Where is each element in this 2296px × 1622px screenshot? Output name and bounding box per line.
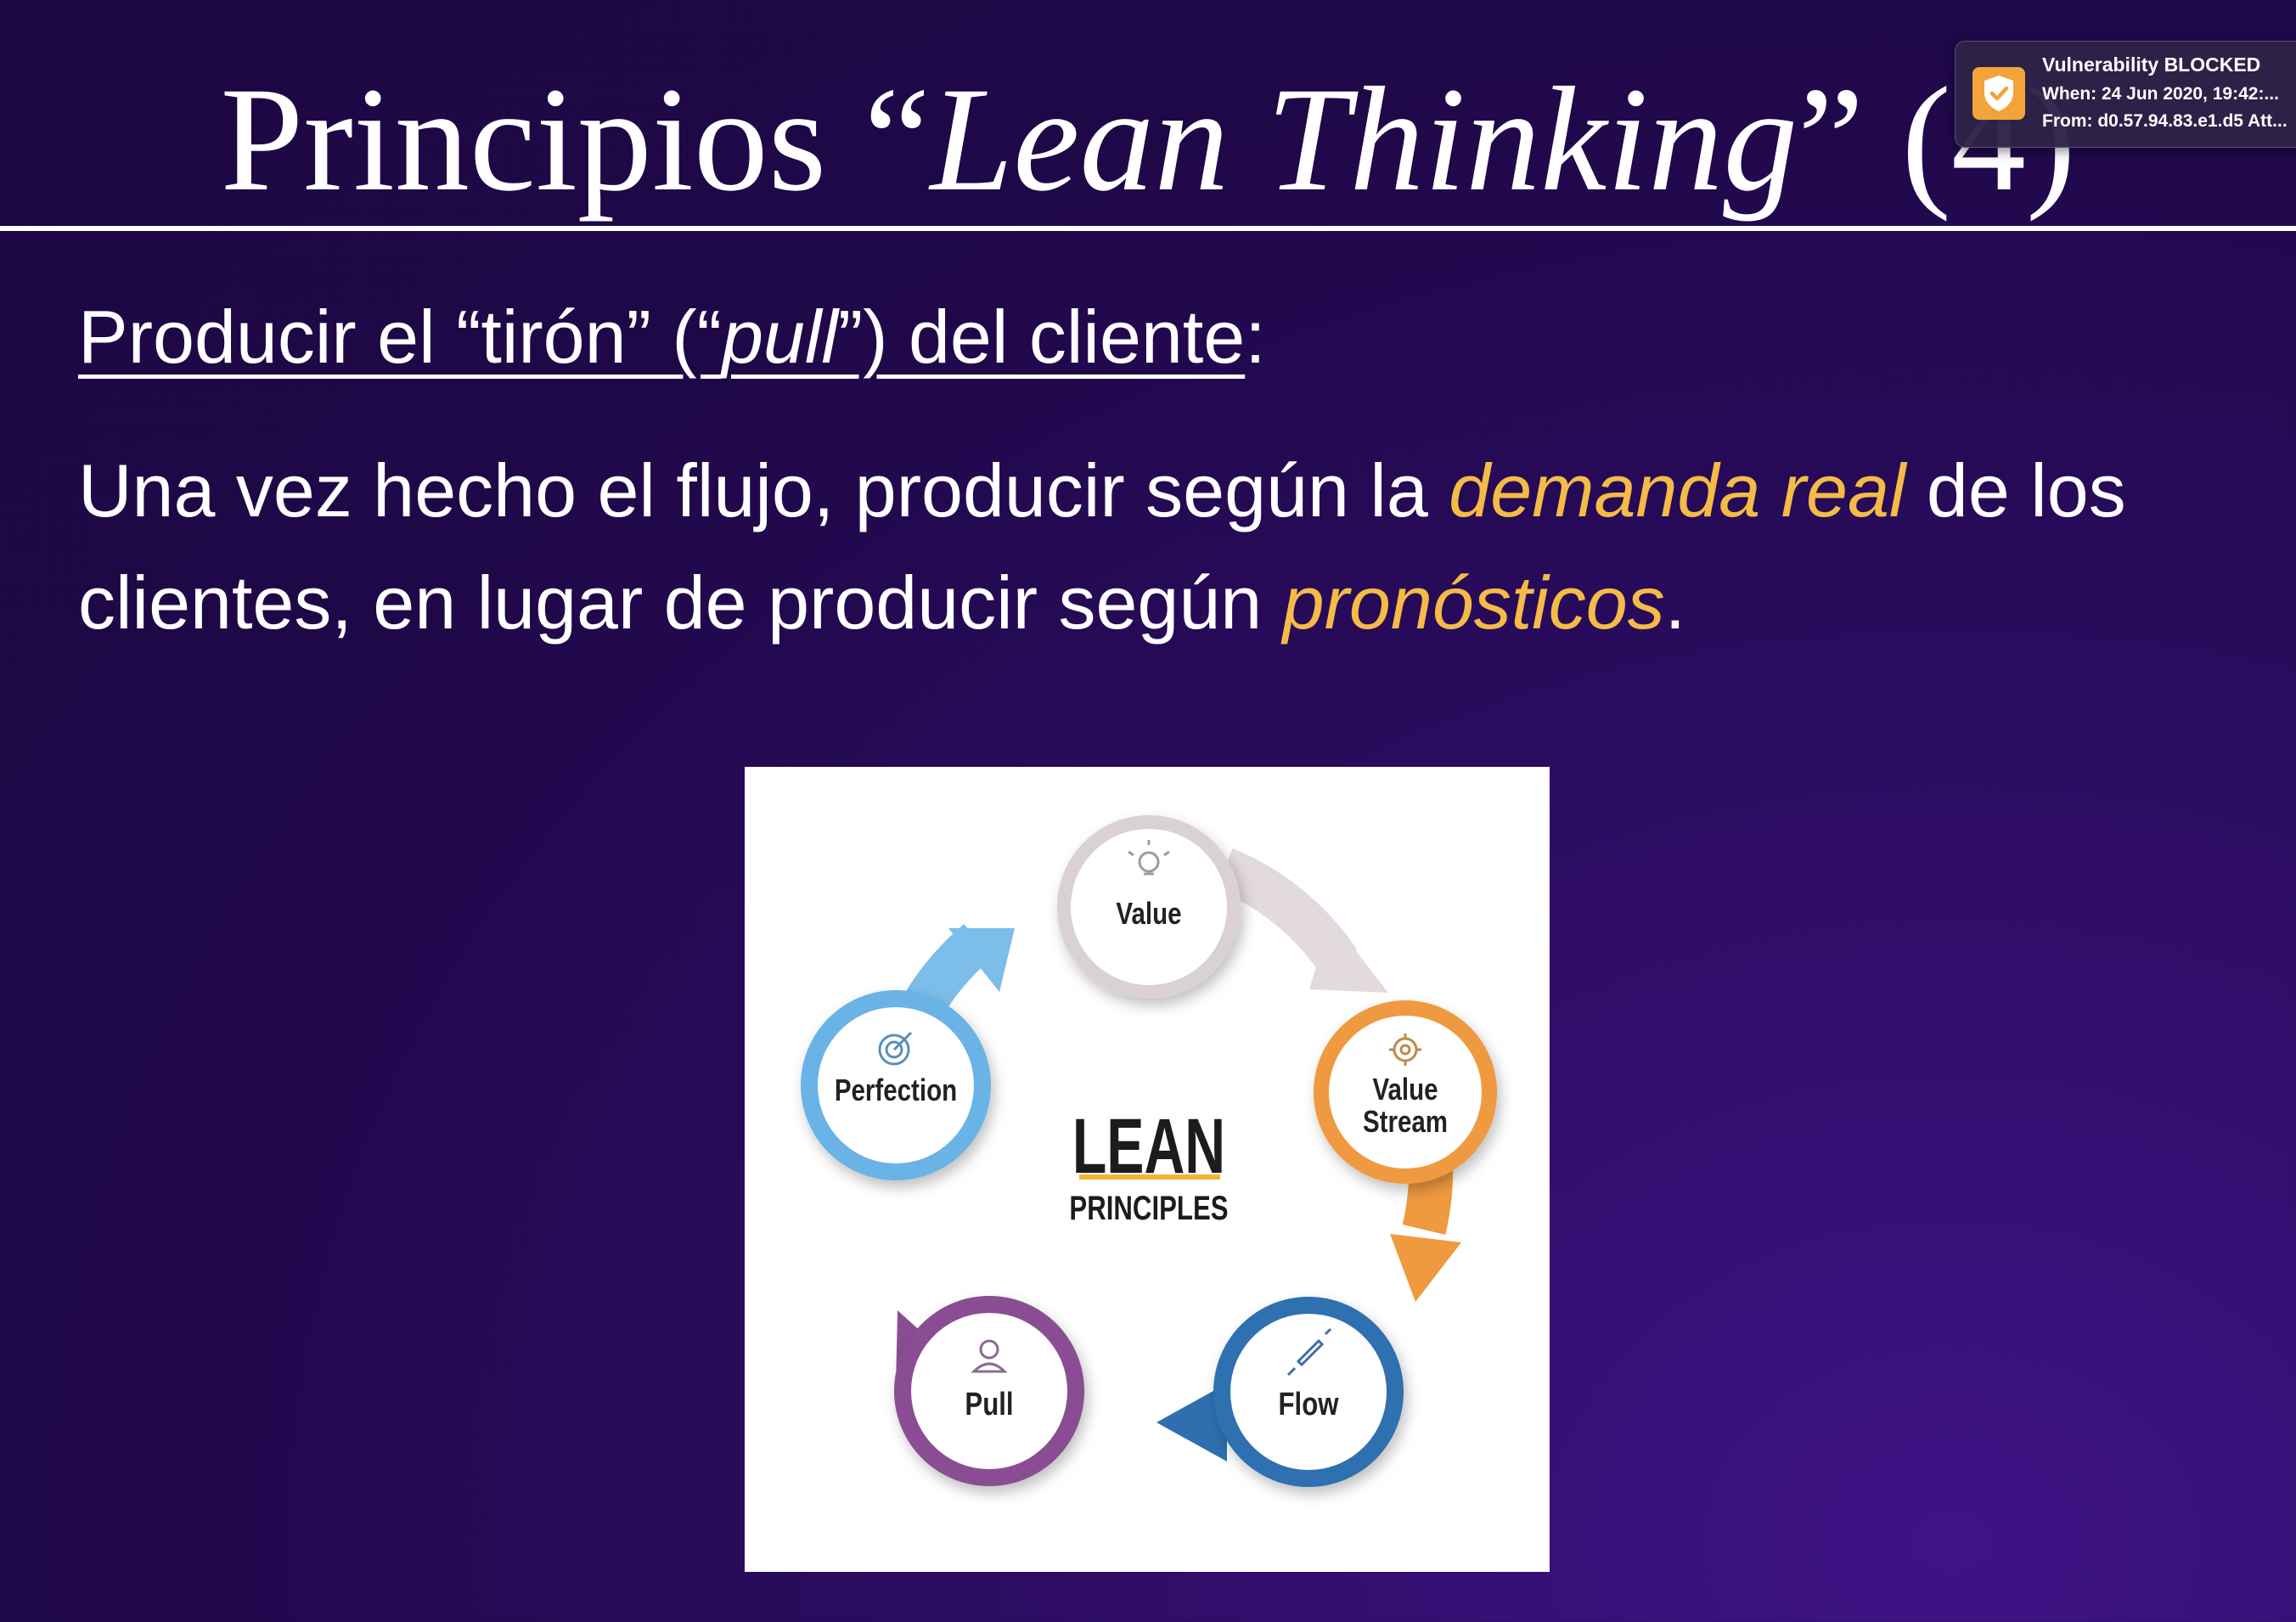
node-perfection [801,990,991,1180]
slide-subtitle: Producir el “tirón” (“pull”) del cliente… [78,295,1266,379]
notification-title: Vulnerability BLOCKED [2042,54,2261,76]
lean-principles-diagram: Value Value Stream [745,767,1550,1572]
slide-title: Principios “Lean Thinking” (4) [220,57,2076,222]
node-pull [894,1296,1084,1486]
node-flow-label: Flow [1279,1387,1340,1422]
shield-check-icon [1972,67,2025,120]
node-value-stream-label-line1: Value [1372,1072,1438,1106]
target-icon [878,1031,913,1066]
highlight-pronosticos: pronósticos [1282,560,1665,645]
title-divider [0,226,2296,231]
center-subtitle-principles: PRINCIPLES [1069,1189,1228,1227]
node-value-label: Value [1116,896,1181,930]
arrow-value-to-value-stream [1215,848,1388,993]
node-value-stream [1314,1000,1497,1184]
highlight-demanda-real: demanda real [1449,448,1906,532]
person-icon [971,1339,1008,1373]
center-underline [1079,1174,1220,1180]
notification-when: When: 24 Jun 2020, 19:42:... [2042,84,2279,104]
slide-body-text: Una vez hecho el flujo, producir según l… [78,448,2126,645]
node-value [1057,815,1241,999]
rocket-icon [1286,1327,1332,1377]
node-perfection-label: Perfection [835,1073,957,1107]
node-flow [1213,1297,1404,1487]
lightbulb-icon [1128,840,1170,876]
node-value-stream-label-line2: Stream [1363,1104,1448,1138]
node-pull-label: Pull [965,1387,1013,1422]
notification-from: From: d0.57.94.83.e1.d5 Att... [2042,111,2288,131]
vulnerability-notification[interactable]: Vulnerability BLOCKED When: 24 Jun 2020,… [1955,41,2296,148]
gear-icon [1389,1033,1421,1066]
